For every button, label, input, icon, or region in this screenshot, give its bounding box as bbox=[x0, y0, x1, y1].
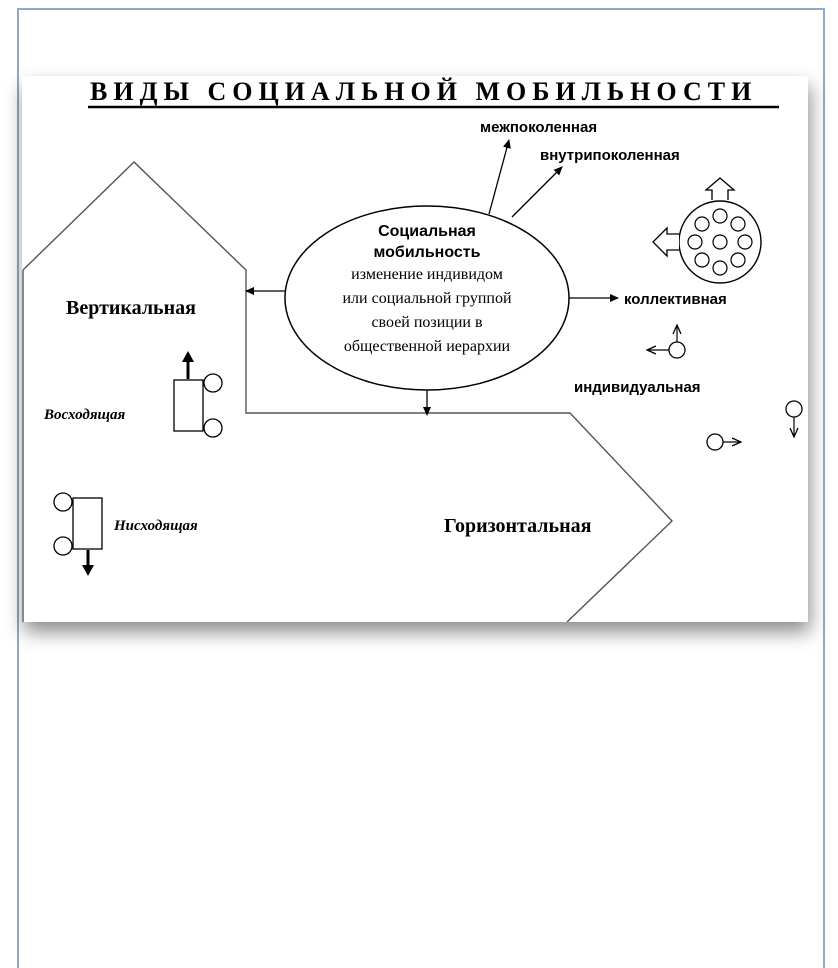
label-individual: индивидуальная bbox=[574, 379, 701, 396]
vertical-house-outline bbox=[22, 161, 673, 622]
diagram-title: ВИДЫ СОЦИАЛЬНОЙ МОБИЛЬНОСТИ bbox=[90, 77, 757, 106]
individual-person-icon bbox=[648, 326, 686, 359]
label-horizontal: Горизонтальная bbox=[444, 515, 592, 537]
center-desc-line4: общественной иерархии bbox=[344, 338, 511, 355]
page-frame bbox=[17, 8, 825, 968]
label-downward: Нисходящая bbox=[113, 518, 198, 534]
label-upward: Восходящая bbox=[43, 407, 126, 423]
diagram-figure: ВИДЫ СОЦИАЛЬНОЙ МОБИЛЬНОСТИ Социальная м… bbox=[22, 76, 808, 622]
center-desc-line3: своей позиции в bbox=[371, 314, 483, 331]
arrow-intragenerational bbox=[511, 166, 563, 218]
individual-down-icon bbox=[785, 400, 803, 436]
center-heading-line2: мобильность bbox=[374, 244, 481, 261]
collective-group-icon bbox=[652, 177, 762, 284]
diagram-canvas: ВИДЫ СОЦИАЛЬНОЙ МОБИЛЬНОСТИ Социальная м… bbox=[22, 77, 803, 622]
arrow-intergenerational bbox=[488, 139, 511, 215]
label-vertical: Вертикальная bbox=[66, 297, 196, 319]
label-intergenerational: межпоколенная bbox=[480, 119, 597, 136]
center-desc-line1: изменение индивидом bbox=[351, 266, 503, 283]
label-intragenerational: внутрипоколенная bbox=[540, 147, 680, 164]
label-collective: коллективная bbox=[624, 291, 727, 308]
upward-mobility-icon bbox=[173, 351, 223, 438]
individual-right-icon bbox=[706, 433, 740, 451]
center-heading-line1: Социальная bbox=[378, 223, 476, 240]
downward-mobility-icon bbox=[53, 492, 103, 576]
center-desc-line2: или социальной группой bbox=[342, 290, 511, 307]
